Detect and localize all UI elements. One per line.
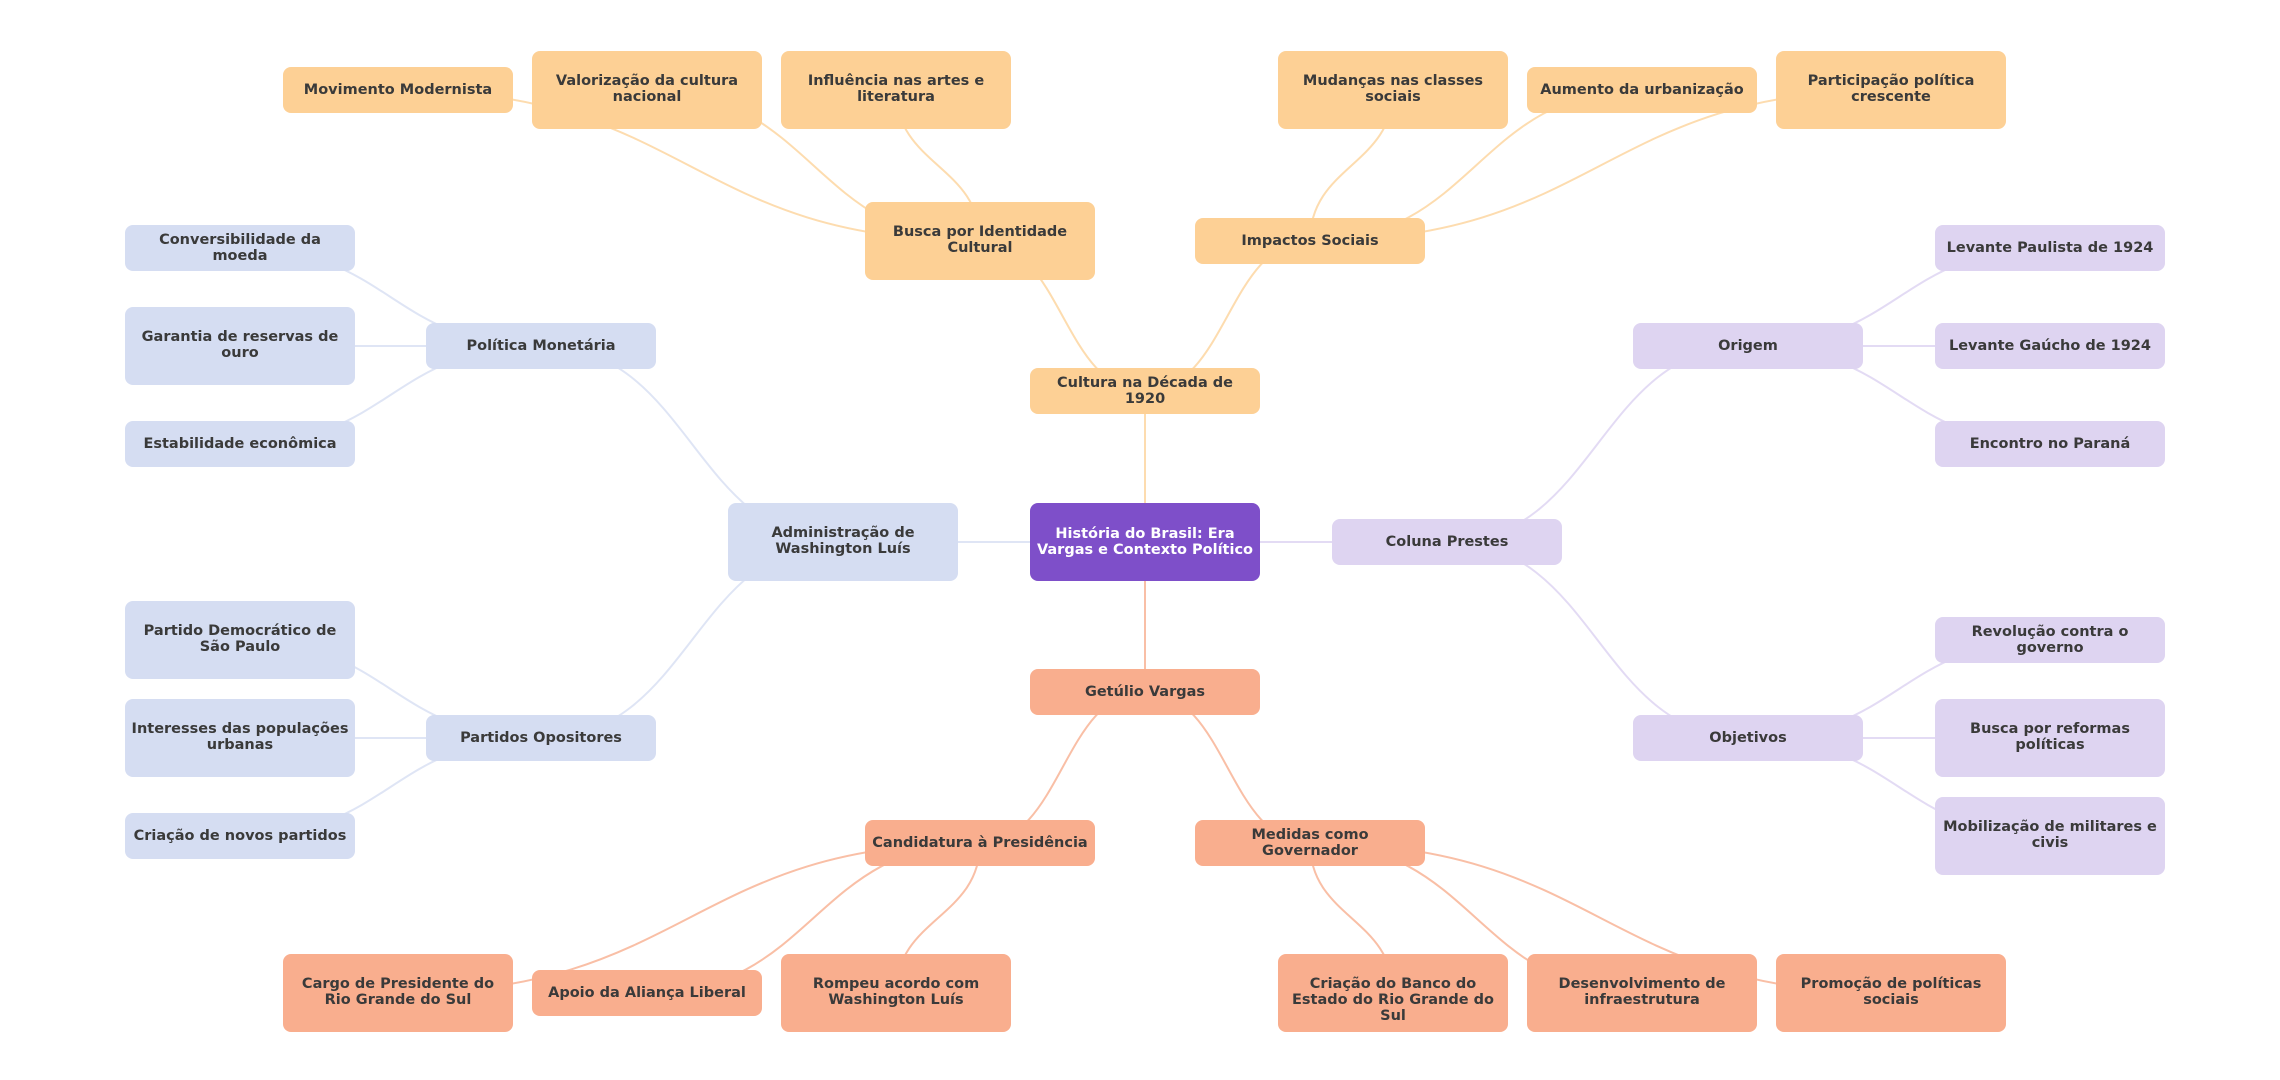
node-label: Medidas como Governador xyxy=(1251,827,1369,859)
root-node-label: História do Brasil: Era Vargas e Context… xyxy=(1036,526,1254,558)
node-label: Aumento da urbanização xyxy=(1540,82,1744,98)
node-label: Rompeu acordo com Washington Luís xyxy=(812,976,980,1008)
node-label: Candidatura à Presidência xyxy=(872,835,1088,851)
node-politica-monetaria[interactable]: Política Monetária xyxy=(426,323,656,369)
node-label: Partidos Opositores xyxy=(460,730,622,746)
node-cultura-decada-1920[interactable]: Cultura na Década de 1920 xyxy=(1030,368,1260,414)
node-label: Origem xyxy=(1718,338,1778,354)
node-label: Administração de Washington Luís xyxy=(771,525,915,557)
node-revolucao-contra-governo[interactable]: Revolução contra o governo xyxy=(1935,617,2165,663)
node-label: Partido Democrático de São Paulo xyxy=(143,623,337,655)
node-label: Busca por reformas políticas xyxy=(1970,721,2130,753)
node-busca-reformas-politicas[interactable]: Busca por reformas políticas xyxy=(1935,699,2165,777)
node-participacao-politica[interactable]: Participação política crescente xyxy=(1776,51,2006,129)
node-apoio-alianca-liberal[interactable]: Apoio da Aliança Liberal xyxy=(532,970,762,1016)
node-label: Política Monetária xyxy=(466,338,616,354)
node-busca-identidade-cultural[interactable]: Busca por Identidade Cultural xyxy=(865,202,1095,280)
node-objetivos[interactable]: Objetivos xyxy=(1633,715,1863,761)
node-medidas-governador[interactable]: Medidas como Governador xyxy=(1195,820,1425,866)
node-label: Conversibilidade da moeda xyxy=(159,232,321,264)
node-label: Objetivos xyxy=(1709,730,1787,746)
node-cargo-presidente-rs[interactable]: Cargo de Presidente do Rio Grande do Sul xyxy=(283,954,513,1032)
node-rompeu-acordo-washington[interactable]: Rompeu acordo com Washington Luís xyxy=(781,954,1011,1032)
node-aumento-urbanizacao[interactable]: Aumento da urbanização xyxy=(1527,67,1757,113)
node-coluna-prestes[interactable]: Coluna Prestes xyxy=(1332,519,1562,565)
node-label: Levante Gaúcho de 1924 xyxy=(1948,338,2151,354)
node-label: Criação do Banco do Estado do Rio Grande… xyxy=(1292,976,1494,1024)
node-label: Busca por Identidade Cultural xyxy=(892,224,1068,256)
node-label: Promoção de políticas sociais xyxy=(1800,976,1982,1008)
node-label: Revolução contra o governo xyxy=(1971,624,2129,656)
node-movimento-modernista[interactable]: Movimento Modernista xyxy=(283,67,513,113)
node-label: Levante Paulista de 1924 xyxy=(1946,240,2154,256)
node-mobilizacao-militares-civis[interactable]: Mobilização de militares e civis xyxy=(1935,797,2165,875)
node-encontro-parana[interactable]: Encontro no Paraná xyxy=(1935,421,2165,467)
node-label: Cultura na Década de 1920 xyxy=(1056,375,1233,407)
node-levante-paulista-1924[interactable]: Levante Paulista de 1924 xyxy=(1935,225,2165,271)
node-label: Impactos Sociais xyxy=(1241,233,1379,249)
node-label: Desenvolvimento de infraestrutura xyxy=(1558,976,1726,1008)
node-label: Encontro no Paraná xyxy=(1969,436,2131,452)
connector-coluna-objetivos xyxy=(1446,541,1749,739)
node-label: Estabilidade econômica xyxy=(143,436,337,452)
node-label: Apoio da Aliança Liberal xyxy=(548,985,746,1001)
node-label: Cargo de Presidente do Rio Grande do Sul xyxy=(301,976,495,1008)
node-administracao-washington-luis[interactable]: Administração de Washington Luís xyxy=(728,503,958,581)
node-estabilidade-economica[interactable]: Estabilidade econômica xyxy=(125,421,355,467)
node-label: Getúlio Vargas xyxy=(1084,684,1206,700)
node-garantia-reservas-ouro[interactable]: Garantia de reservas de ouro xyxy=(125,307,355,385)
node-label: Influência nas artes e literatura xyxy=(807,73,985,105)
node-interesses-populacoes-urbanas[interactable]: Interesses das populações urbanas xyxy=(125,699,355,777)
node-conversibilidade-moeda[interactable]: Conversibilidade da moeda xyxy=(125,225,355,271)
node-partidos-opositores[interactable]: Partidos Opositores xyxy=(426,715,656,761)
node-label: Valorização da cultura nacional xyxy=(555,73,739,105)
node-label: Garantia de reservas de ouro xyxy=(141,329,339,361)
node-mudancas-classes-sociais[interactable]: Mudanças nas classes sociais xyxy=(1278,51,1508,129)
node-criacao-novos-partidos[interactable]: Criação de novos partidos xyxy=(125,813,355,859)
node-label: Movimento Modernista xyxy=(303,82,493,98)
node-getulio-vargas[interactable]: Getúlio Vargas xyxy=(1030,669,1260,715)
node-origem[interactable]: Origem xyxy=(1633,323,1863,369)
node-label: Criação de novos partidos xyxy=(133,828,347,844)
root-node[interactable]: História do Brasil: Era Vargas e Context… xyxy=(1030,503,1260,581)
node-valorizacao-cultura-nacional[interactable]: Valorização da cultura nacional xyxy=(532,51,762,129)
node-label: Mobilização de militares e civis xyxy=(1943,819,2157,851)
node-label: Participação política crescente xyxy=(1807,73,1975,105)
connector-coluna-origem xyxy=(1446,345,1749,543)
node-label: Coluna Prestes xyxy=(1385,534,1509,550)
node-promocao-politicas-sociais[interactable]: Promoção de políticas sociais xyxy=(1776,954,2006,1032)
node-impactos-sociais[interactable]: Impactos Sociais xyxy=(1195,218,1425,264)
node-label: Interesses das populações urbanas xyxy=(131,721,349,753)
node-levante-gaucho-1924[interactable]: Levante Gaúcho de 1924 xyxy=(1935,323,2165,369)
node-influencia-artes-literatura[interactable]: Influência nas artes e literatura xyxy=(781,51,1011,129)
node-desenvolvimento-infraestrutura[interactable]: Desenvolvimento de infraestrutura xyxy=(1527,954,1757,1032)
node-candidatura-presidencia[interactable]: Candidatura à Presidência xyxy=(865,820,1095,866)
node-partido-democratico-sp[interactable]: Partido Democrático de São Paulo xyxy=(125,601,355,679)
node-label: Mudanças nas classes sociais xyxy=(1302,73,1484,105)
node-criacao-banco-estado-rs[interactable]: Criação do Banco do Estado do Rio Grande… xyxy=(1278,954,1508,1032)
